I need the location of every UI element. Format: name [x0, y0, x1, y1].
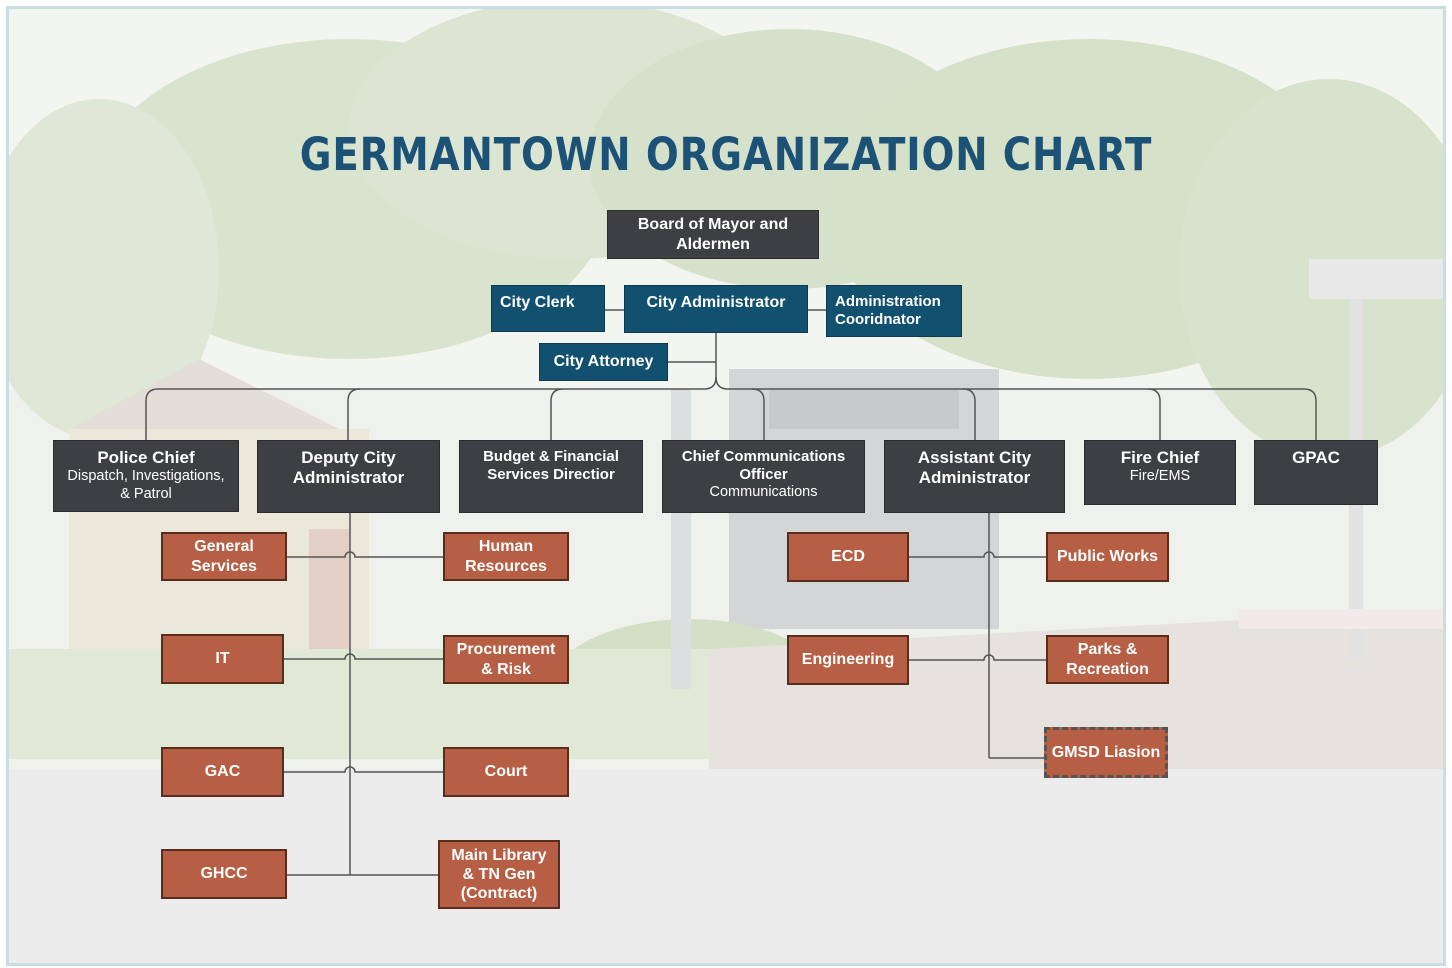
police-chief-sub: Dispatch, Investigations, & Patrol [67, 468, 225, 502]
gpac-box: GPAC [1254, 440, 1378, 505]
assistant-city-admin-box: Assistant City Administrator [884, 440, 1065, 513]
police-chief-title: Police Chief [97, 448, 195, 467]
admin-coordinator-label: Administration Cooridnator [835, 293, 941, 328]
assistant-city-admin-title: Assistant City Administrator [917, 448, 1032, 488]
general-services-box: General Services [161, 532, 287, 581]
procurement-label: Procurement & Risk [456, 641, 556, 678]
it-box: IT [161, 634, 284, 684]
city-attorney-box: City Attorney [539, 343, 668, 381]
board-label: Board of Mayor and Aldermen [637, 216, 789, 253]
gac-box: GAC [161, 747, 284, 797]
human-resources-label: Human Resources [465, 538, 547, 575]
gpac-title: GPAC [1292, 448, 1340, 467]
admin-coordinator-box: Administration Cooridnator [826, 285, 962, 337]
public-works-label: Public Works [1056, 548, 1159, 566]
it-label: IT [215, 650, 230, 668]
main-library-box: Main Library & TN Gen (Contract) [438, 840, 560, 909]
chart-title: GERMANTOWN ORGANIZATION CHART [299, 128, 1153, 181]
communications-officer-title: Chief Communications Officer [681, 448, 846, 483]
city-administrator-box: City Administrator [624, 285, 808, 333]
fire-chief-title: Fire Chief [1120, 448, 1200, 467]
gmsd-liaison-label: GMSD Liasion [1051, 743, 1161, 761]
gmsd-liaison-box: GMSD Liasion [1044, 727, 1168, 778]
gac-label: GAC [204, 763, 241, 781]
general-services-label: General Services [191, 538, 257, 575]
deputy-city-admin-title: Deputy City Administrator [292, 448, 405, 488]
budget-director-title: Budget & Financial Services Directior [483, 448, 619, 483]
city-clerk-box: City Clerk [491, 285, 605, 332]
board-of-mayor-box: Board of Mayor and Aldermen [607, 210, 819, 259]
public-works-box: Public Works [1046, 532, 1169, 582]
fire-chief-box: Fire Chief Fire/EMS [1084, 440, 1236, 505]
budget-director-box: Budget & Financial Services Directior [459, 440, 643, 513]
ecd-box: ECD [787, 532, 909, 582]
parks-recreation-label: Parks & Recreation [1066, 641, 1149, 678]
parks-recreation-box: Parks & Recreation [1046, 635, 1169, 684]
deputy-city-admin-box: Deputy City Administrator [257, 440, 440, 513]
city-attorney-label: City Attorney [553, 353, 654, 371]
ghcc-box: GHCC [161, 849, 287, 899]
court-box: Court [443, 747, 569, 797]
procurement-box: Procurement & Risk [443, 635, 569, 684]
human-resources-box: Human Resources [443, 532, 569, 581]
city-clerk-label: City Clerk [500, 294, 575, 311]
court-label: Court [484, 763, 528, 781]
police-chief-box: Police Chief Dispatch, Investigations, &… [53, 440, 239, 512]
connector-lines [145, 309, 1317, 876]
city-administrator-label: City Administrator [646, 294, 786, 311]
communications-officer-box: Chief Communications Officer Communicati… [662, 440, 865, 513]
engineering-box: Engineering [787, 635, 909, 685]
ghcc-label: GHCC [200, 865, 248, 883]
fire-chief-sub: Fire/EMS [1129, 468, 1191, 485]
ecd-label: ECD [831, 548, 865, 566]
communications-officer-sub: Communications [709, 484, 818, 500]
main-library-label: Main Library & TN Gen (Contract) [451, 846, 547, 903]
engineering-label: Engineering [801, 651, 895, 669]
